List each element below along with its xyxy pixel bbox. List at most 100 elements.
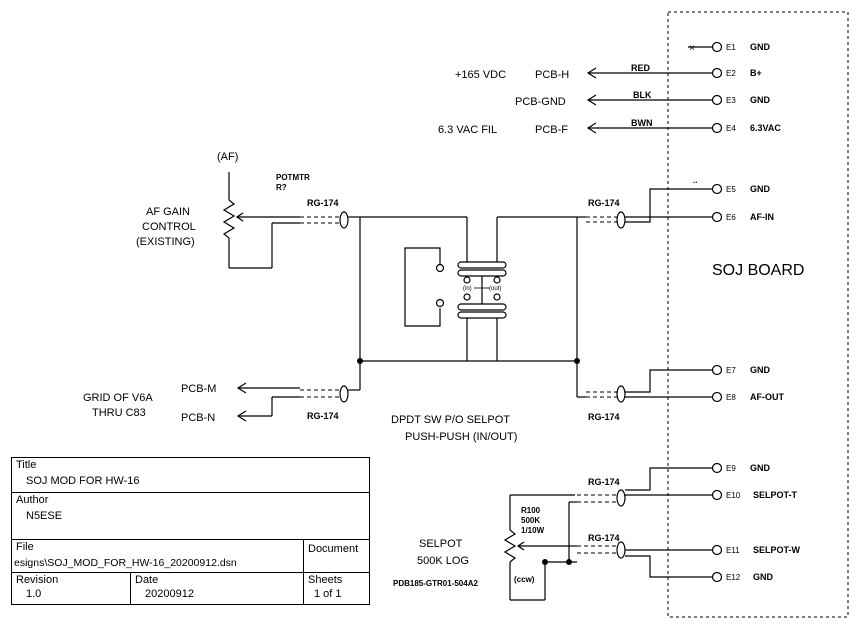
sheets-label: Sheets [308,574,343,586]
svg-text:PCB-M: PCB-M [181,383,216,395]
title-cell: Title SOJ MOD FOR HW-16 [12,458,369,493]
pin-E1: × E1 GND [688,41,771,54]
date-value: 20200912 [145,588,194,600]
svg-text:GND: GND [750,184,771,194]
svg-text:E5: E5 [726,185,736,194]
svg-text:AF GAIN: AF GAIN [146,206,190,218]
coax-1: RG-174 [272,198,360,229]
revision-cell: Revision 1.0 [12,573,131,604]
svg-text:E4: E4 [726,124,736,133]
svg-text:POTMTR: POTMTR [276,173,310,182]
svg-text:(out): (out) [489,286,501,292]
title-block: Title SOJ MOD FOR HW-16 Author N5ESE Fil… [11,457,370,605]
svg-text:R?: R? [276,183,287,192]
svg-text:E8: E8 [726,393,736,402]
file-cell: File esigns\SOJ_MOD_FOR_HW-16_20200912.d… [12,540,304,573]
power-gnd: PCB-GND BLK [515,90,712,108]
sheets-value: 1 of 1 [314,588,342,600]
svg-text:E1: E1 [726,43,736,52]
svg-text:+165 VDC: +165 VDC [455,69,506,81]
sheets-cell: Sheets 1 of 1 [304,573,369,604]
svg-text:SELPOT: SELPOT [419,538,463,550]
date-label: Date [135,574,159,586]
pin-E6: E6 AF-IN [711,211,774,223]
svg-text:(ccw): (ccw) [514,575,535,584]
title-value: SOJ MOD FOR HW-16 [26,475,140,487]
svg-text:E6: E6 [726,213,736,222]
soj-board-label: SOJ BOARD [712,262,804,279]
svg-text:500K LOG: 500K LOG [417,555,469,567]
svg-text:PCB-H: PCB-H [535,69,569,81]
file-label: File [16,541,34,553]
pin-E9: E9 GND [711,462,771,474]
revision-value: 1.0 [26,588,42,600]
author-cell: Author N5ESE [12,493,369,540]
svg-text:(in): (in) [463,286,472,292]
pin-E11: E11 SELPOT-W [711,544,801,556]
selpot: SELPOT 500K LOG R100 500K 1/10W (ccw) PD… [393,494,577,601]
coax-3: GRID OF V6A THRU C83 PCB-M PCB-N RG-174 [83,382,360,424]
svg-text:E3: E3 [726,96,736,105]
svg-text:RG-174: RG-174 [588,412,620,422]
svg-text:6.3VAC: 6.3VAC [750,123,781,133]
svg-text:GND: GND [750,365,771,375]
svg-text:SELPOT-T: SELPOT-T [753,490,798,500]
svg-text:PCB-N: PCB-N [181,412,215,424]
soj-board-outline [667,11,849,618]
svg-text:BLK: BLK [633,90,652,100]
svg-text:GRID OF V6A: GRID OF V6A [83,392,153,404]
pin-E8: E8 AF-OUT [711,391,784,403]
coax-4: RG-174 [577,369,712,422]
svg-text:RED: RED [631,63,651,73]
svg-text:1/10W: 1/10W [521,526,545,535]
svg-text:BWN: BWN [631,118,653,128]
svg-text:SELPOT-W: SELPOT-W [753,545,801,555]
svg-text:GND: GND [750,463,771,473]
power-b-plus: +165 VDC PCB-H RED [455,63,712,81]
svg-text:..: .. [693,176,697,185]
pin-E4: E4 6.3VAC [711,122,781,134]
document-cell: Document [304,540,369,573]
pin-E3: E3 GND [711,94,771,106]
pin-E10: E10 SELPOT-T [711,489,798,501]
svg-text:R100: R100 [521,506,541,515]
svg-text:GND: GND [750,95,771,105]
date-cell: Date 20200912 [131,573,304,604]
pin-E7: E7 GND [711,364,771,376]
svg-text:E11: E11 [726,546,740,555]
svg-text:E10: E10 [726,491,741,500]
svg-text:PDB185-GTR01-504A2: PDB185-GTR01-504A2 [393,579,478,588]
svg-text:CONTROL: CONTROL [142,221,196,233]
svg-text:AF-IN: AF-IN [750,212,774,222]
svg-text:AF-OUT: AF-OUT [750,392,784,402]
svg-text:(EXISTING): (EXISTING) [136,236,195,248]
svg-text:B+: B+ [750,68,762,78]
svg-text:DPDT SW P/O SELPOT: DPDT SW P/O SELPOT [391,414,510,426]
svg-text:RG-174: RG-174 [307,198,339,208]
revision-label: Revision [16,574,59,586]
svg-text:GND: GND [750,42,771,52]
author-label: Author [16,494,49,506]
coax-5: RG-174 [577,467,712,507]
svg-text:RG-174: RG-174 [588,477,620,487]
power-fil: 6.3 VAC FIL PCB-F BWN [438,118,712,136]
svg-text:RG-174: RG-174 [588,533,620,543]
svg-text:PCB-GND: PCB-GND [515,96,566,108]
svg-text:RG-174: RG-174 [588,198,620,208]
center-network [357,216,580,397]
dpdt-switch: (in) (out) DPDT SW P/O SELPOT PUSH-PUSH … [391,247,517,443]
svg-text:THRU C83: THRU C83 [92,407,146,419]
svg-text:RG-174: RG-174 [307,411,339,421]
svg-text:PCB-F: PCB-F [535,124,568,136]
svg-text:E7: E7 [726,366,736,375]
coax-6: RG-174 [569,533,712,578]
svg-text:E2: E2 [726,69,736,78]
svg-text:×: × [689,43,695,54]
svg-text:6.3 VAC FIL: 6.3 VAC FIL [438,124,497,136]
svg-text:E12: E12 [726,573,741,582]
pin-E12: E12 GND [711,571,774,583]
svg-text:(AF): (AF) [217,151,238,163]
pin-E2: E2 B+ [711,67,762,79]
af-gain-pot: (AF) POTMTR R? AF GAIN CONTROL (EXISTING… [136,151,310,269]
